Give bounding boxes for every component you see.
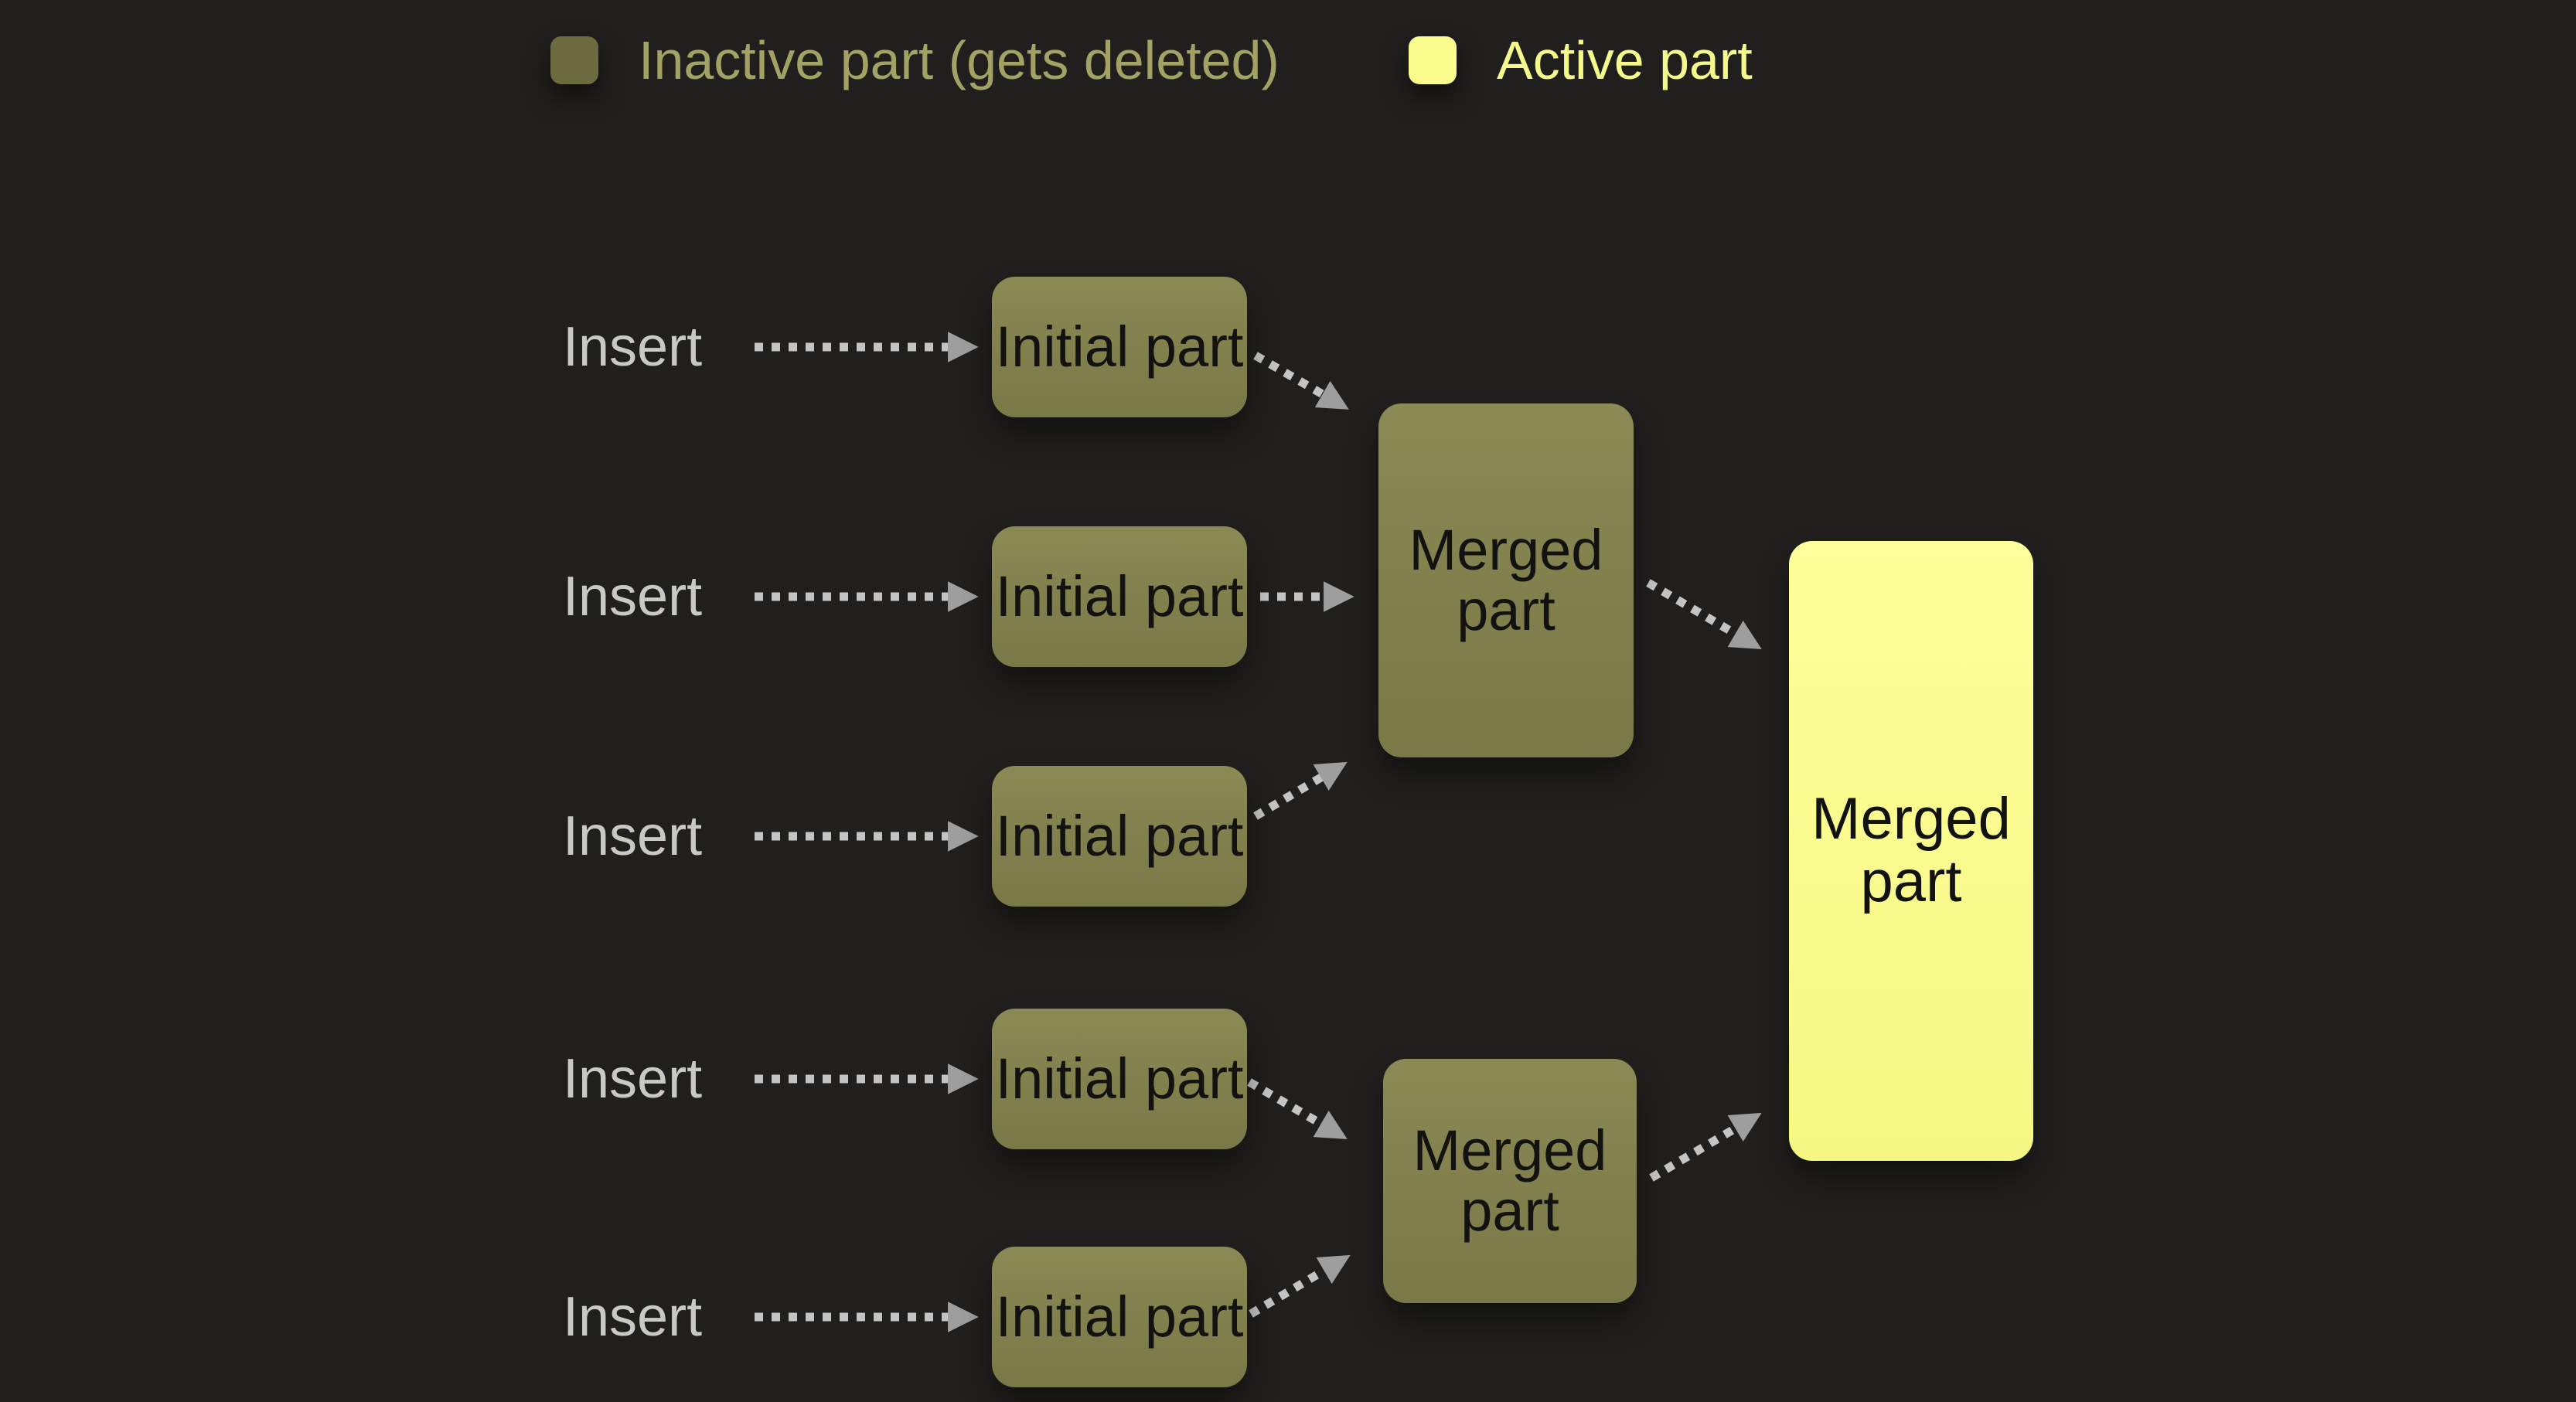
- legend-item-active: Active part: [1409, 33, 1753, 87]
- arrow-merged-1-to-final: [1646, 579, 1762, 650]
- merged-part-node-1: Merged part: [1378, 403, 1634, 757]
- merged-part-node-2: Merged part: [1383, 1059, 1637, 1303]
- legend-label-active: Active part: [1497, 30, 1753, 90]
- arrow-initial-3-to-merged-1: [1253, 761, 1348, 820]
- initial-part-node-2: Initial part: [992, 526, 1247, 667]
- initial-part-node-1: Initial part: [992, 277, 1247, 417]
- insert-label-1: Insert: [563, 316, 703, 378]
- final-merged-part-node: Merged part: [1789, 541, 2033, 1161]
- arrow-initial-1-to-merged-1: [1253, 352, 1349, 410]
- insert-label-2: Insert: [563, 566, 703, 628]
- active-part-swatch: [1409, 36, 1457, 84]
- arrow-initial-5-to-merged-2: [1249, 1254, 1351, 1318]
- legend-label-inactive: Inactive part (gets deleted): [639, 30, 1279, 90]
- initial-part-node-4: Initial part: [992, 1009, 1247, 1149]
- insert-label-4: Insert: [563, 1048, 703, 1110]
- legend-item-inactive: Inactive part (gets deleted): [550, 33, 1279, 87]
- initial-part-node-3: Initial part: [992, 766, 1247, 907]
- insert-label-5: Insert: [563, 1286, 703, 1348]
- arrow-initial-4-to-merged-2: [1247, 1078, 1348, 1139]
- arrow-merged-2-to-final: [1649, 1112, 1762, 1182]
- insert-label-3: Insert: [563, 805, 703, 867]
- initial-part-node-5: Initial part: [992, 1247, 1247, 1387]
- inactive-part-swatch: [550, 36, 598, 84]
